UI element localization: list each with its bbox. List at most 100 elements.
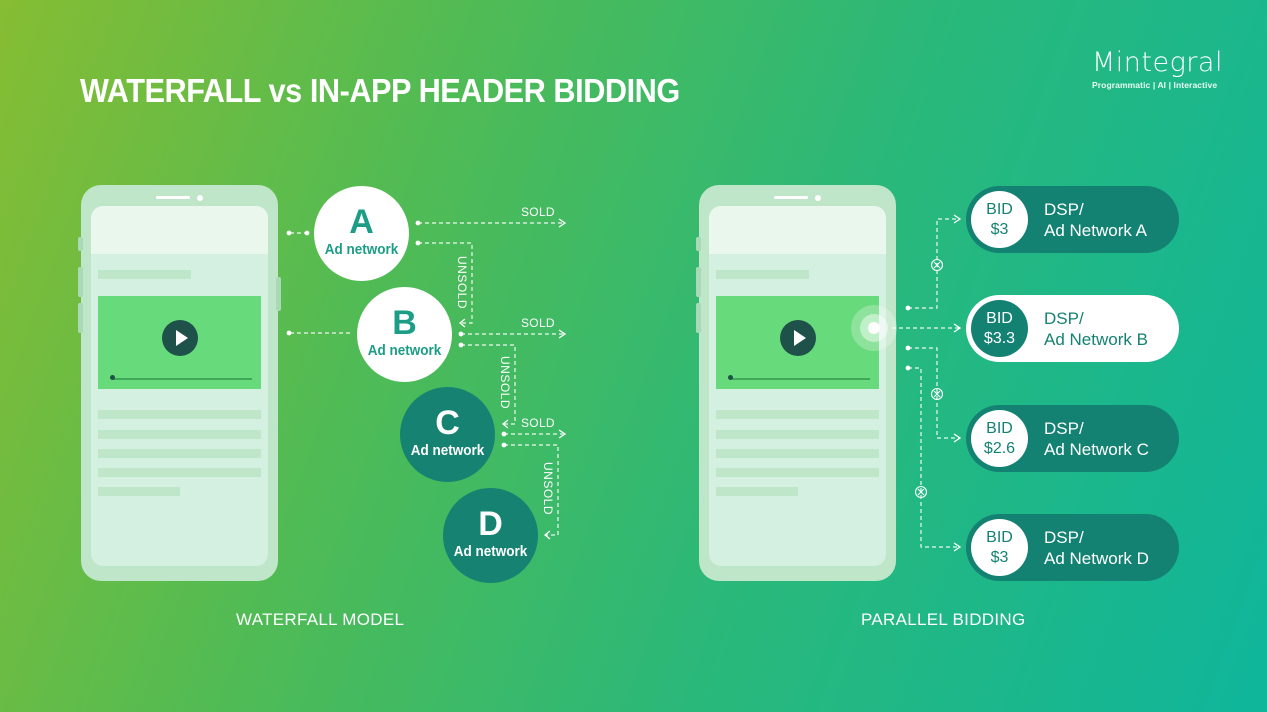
placeholder-line bbox=[716, 468, 879, 477]
ad-network-b: B Ad network bbox=[357, 287, 452, 382]
placeholder-line bbox=[716, 270, 809, 279]
connector-bid-c bbox=[908, 347, 960, 439]
dsp-network: Ad Network C bbox=[1044, 440, 1149, 459]
connector-dot bbox=[458, 342, 464, 348]
video-progress-knob bbox=[728, 375, 733, 380]
connector-dot bbox=[501, 431, 507, 437]
sold-label: SOLD bbox=[521, 316, 555, 330]
phone-screen bbox=[709, 206, 886, 566]
winning-ad-glow bbox=[851, 305, 897, 351]
connector-dot bbox=[501, 442, 507, 448]
arrow-head bbox=[953, 542, 962, 552]
dsp-label: DSP/ bbox=[1044, 419, 1084, 438]
placeholder-line bbox=[716, 430, 879, 439]
arrow-head bbox=[558, 218, 567, 228]
bid-pill-d: BID $3 DSP/ Ad Network D bbox=[966, 514, 1179, 581]
sold-label: SOLD bbox=[521, 205, 555, 219]
connector-dot bbox=[415, 220, 421, 226]
connector-dot bbox=[286, 330, 292, 336]
bid-amount: $3.3 bbox=[983, 330, 1016, 347]
phone-side-button bbox=[696, 267, 701, 297]
parallel-caption: PARALLEL BIDDING bbox=[861, 610, 1026, 629]
dsp-text: DSP/ Ad Network B bbox=[1044, 308, 1148, 350]
logo-name: Mintegral bbox=[1092, 47, 1223, 78]
arrow-head bbox=[501, 419, 509, 429]
unsold-label: UNSOLD bbox=[455, 256, 469, 310]
network-label: Ad network bbox=[367, 342, 442, 359]
network-letter: A bbox=[349, 203, 374, 241]
dsp-text: DSP/ Ad Network A bbox=[1044, 199, 1147, 241]
connector-dot bbox=[415, 240, 421, 246]
video-ad[interactable] bbox=[716, 296, 879, 389]
play-icon[interactable] bbox=[780, 320, 816, 356]
bid-label: BID bbox=[986, 420, 1013, 437]
bid-badge: BID $3 bbox=[971, 191, 1028, 248]
connector-dot bbox=[905, 345, 911, 351]
placeholder-line bbox=[716, 410, 879, 419]
connector-dot bbox=[905, 365, 911, 371]
bid-label: BID bbox=[986, 201, 1013, 218]
rejected-icon bbox=[930, 258, 944, 272]
phone-side-button bbox=[78, 267, 83, 297]
phone-speaker bbox=[774, 196, 808, 199]
video-progress-knob bbox=[110, 375, 115, 380]
bid-label: BID bbox=[986, 529, 1013, 546]
rejected-icon bbox=[914, 485, 928, 499]
connector-a-unsold bbox=[418, 242, 473, 324]
placeholder-line bbox=[716, 487, 798, 496]
ad-network-a: A Ad network bbox=[314, 186, 409, 281]
bid-pill-a: BID $3 DSP/ Ad Network A bbox=[966, 186, 1179, 253]
waterfall-caption: WATERFALL MODEL bbox=[236, 610, 405, 629]
video-progress-track bbox=[112, 378, 252, 380]
connector-dot bbox=[304, 230, 310, 236]
sold-label: SOLD bbox=[521, 416, 555, 430]
connector-dot bbox=[905, 305, 911, 311]
video-ad[interactable] bbox=[98, 296, 261, 389]
arrow-head bbox=[558, 329, 567, 339]
phone-speaker bbox=[156, 196, 190, 199]
arrow-head bbox=[458, 318, 466, 328]
network-letter: B bbox=[392, 304, 417, 342]
phone-side-button bbox=[696, 237, 701, 251]
placeholder-line bbox=[716, 449, 879, 458]
connector-dot bbox=[286, 230, 292, 236]
phone-camera bbox=[815, 195, 821, 201]
dsp-network: Ad Network A bbox=[1044, 221, 1147, 240]
page-title: WATERFALL vs IN-APP HEADER BIDDING bbox=[80, 72, 680, 109]
network-label: Ad network bbox=[324, 241, 399, 258]
bid-amount: $3 bbox=[990, 221, 1009, 238]
bid-label: BID bbox=[986, 310, 1013, 327]
play-icon[interactable] bbox=[162, 320, 198, 356]
waterfall-phone bbox=[78, 185, 281, 581]
video-progress-track bbox=[730, 378, 870, 380]
placeholder-line bbox=[98, 449, 261, 458]
arrow-head bbox=[953, 323, 962, 333]
phone-side-button bbox=[78, 303, 83, 333]
arrow-head bbox=[543, 530, 551, 540]
screen-header bbox=[91, 206, 268, 254]
network-label: Ad network bbox=[453, 543, 528, 560]
bid-badge: BID $3.3 bbox=[971, 300, 1028, 357]
phone-screen bbox=[91, 206, 268, 566]
placeholder-line bbox=[98, 468, 261, 477]
connector-dot bbox=[458, 331, 464, 337]
ad-network-c: C Ad network bbox=[400, 387, 495, 482]
placeholder-line bbox=[98, 487, 180, 496]
connector-b-unsold bbox=[461, 344, 516, 425]
screen-header bbox=[709, 206, 886, 254]
bid-badge: BID $2.6 bbox=[971, 410, 1028, 467]
phone-side-button bbox=[276, 277, 281, 311]
dsp-text: DSP/ Ad Network D bbox=[1044, 527, 1149, 569]
dsp-network: Ad Network D bbox=[1044, 549, 1149, 568]
arrow-head bbox=[953, 214, 962, 224]
phone-side-button bbox=[696, 303, 701, 333]
dsp-network: Ad Network B bbox=[1044, 330, 1148, 349]
dsp-label: DSP/ bbox=[1044, 200, 1084, 219]
bid-pill-c: BID $2.6 DSP/ Ad Network C bbox=[966, 405, 1179, 472]
dsp-label: DSP/ bbox=[1044, 528, 1084, 547]
network-letter: C bbox=[435, 404, 460, 442]
ad-network-d: D Ad network bbox=[443, 488, 538, 583]
arrow-head bbox=[953, 433, 962, 443]
dsp-label: DSP/ bbox=[1044, 309, 1084, 328]
